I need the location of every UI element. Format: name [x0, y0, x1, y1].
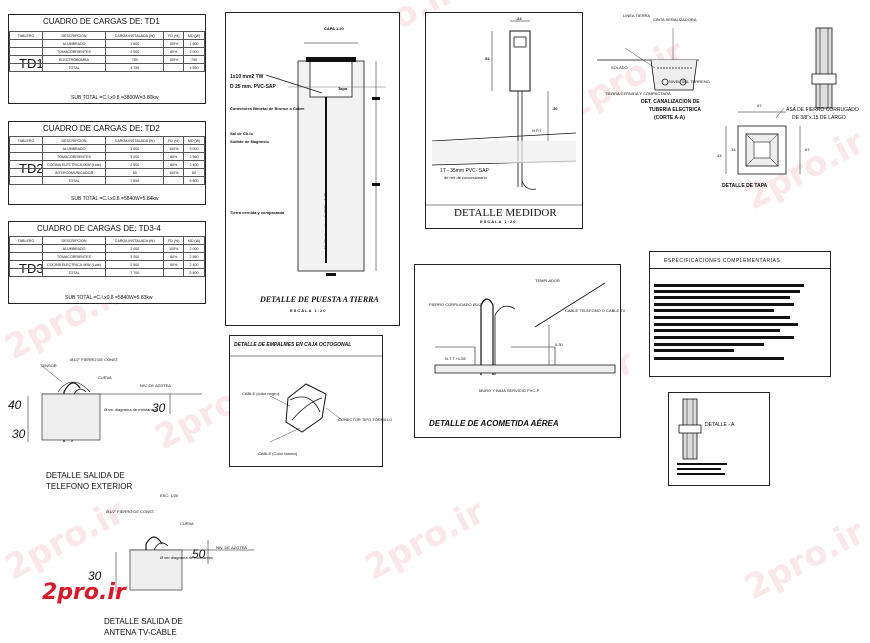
tapa-note1: ASA DE FIERRO CORRUGADO	[786, 107, 859, 113]
tapa-dim4: .67	[804, 147, 810, 152]
acom-templador: TEMPLADOR	[535, 278, 560, 283]
detalle-a-title: DETALLE - A	[705, 422, 735, 428]
td3-title: CUADRO DE CARGAS DE: TD3-4	[37, 224, 161, 233]
tierra-title: DETALLE DE PUESTA A TIERRA	[260, 295, 379, 304]
site-logo: 2pro.ir	[42, 580, 126, 605]
acom-npt: N.T.T +1.55	[445, 356, 466, 361]
medidor-npt: N.P.T.	[532, 128, 543, 133]
tel-azotea: NIV. DE AZOTEA	[140, 383, 171, 388]
grounding-detail-panel: CAPA 1.20 1x10 mm2 TW D 25 mm. PVC-SAP C…	[225, 12, 400, 326]
phone-outlet-detail: Ø1/2" FIERRO DE CONST. TENSOR CURVA NIV.…	[2, 352, 212, 500]
detail-a-panel: DETALLE - A	[668, 392, 770, 486]
medidor-note1: 1T - 35mm PVC- SAP	[440, 168, 489, 174]
td1-subtotal: SUB TOTAL =C.I.x0.8 =3800W=3.80kw	[71, 95, 159, 101]
empalmes-cable1: CABLE (color negro)	[242, 391, 279, 396]
tierra-dim-top: CAPA 1.20	[324, 26, 344, 31]
tierra-salsa: Sulfato de Magnesio	[230, 139, 269, 144]
ant-dim1: 50	[192, 547, 206, 561]
watermark: 2pro.ir	[358, 491, 492, 589]
canal-label-nivel: NIVEL DEL TERRENO	[669, 79, 710, 84]
tierra-cable2: D 25 mm. PVC-SAP	[230, 84, 276, 90]
ant-fierro: Ø1/2" FIERRO DE CONST.	[106, 509, 155, 514]
ant-curva: CURVA	[180, 521, 194, 526]
tapa-title: DETALLE DE TAPA	[722, 183, 768, 189]
tel-dim1: 40	[8, 398, 22, 412]
td1-title: CUADRO DE CARGAS DE: TD1	[43, 17, 160, 26]
ant-azotea: NIV. DE AZOTEA	[216, 545, 247, 550]
td3-subtotal: SUB TOTAL =C.I.x0.8 =5840W=5.83kw	[65, 295, 153, 301]
tapa-dim2: .44	[716, 153, 722, 158]
tierra-compactada: Tierra cernida y compactada	[230, 210, 285, 215]
acom-fierro: FIERRO CORRUGADO Ø1/2"	[429, 302, 483, 307]
medidor-note2: de red de concesionario	[444, 175, 487, 180]
acom-dim: 0.30	[555, 342, 563, 347]
ant-note: Ø ver diagrama de montantes	[160, 555, 213, 560]
tapa-dim3: .34	[730, 147, 736, 152]
empalmes-cable2: CABLE (Color blanco)	[258, 451, 298, 456]
spec-title: ESPECIFICACIONES COMPLEMENTARIAS	[664, 258, 781, 264]
registry-lid	[306, 57, 356, 62]
medidor-dim2: .52	[484, 56, 490, 61]
tel-note: Ø ver diagrama de montantes	[104, 407, 157, 412]
tel-title1: DETALLE SALIDA DE	[46, 471, 125, 480]
grounding-drawing	[265, 42, 386, 276]
junction-box-panel: DETALLE DE EMPALMES EN CAJA OCTOGONAL CA…	[229, 335, 392, 467]
ant-title2: ANTENA TV-CABLE	[104, 628, 177, 637]
tierra-tapa: Tapa	[338, 86, 348, 91]
medidor-dim3: .30	[552, 106, 558, 111]
antenna-outlet-detail: Ø1/2" FIERRO DE CONST. CURVA NIV. DE AZO…	[30, 510, 260, 640]
acom-title: DETALLE DE ACOMETIDA AÉREA	[429, 419, 559, 428]
pipe-drawing-top	[811, 27, 837, 109]
tierra-conn: Conectores Bimetal de Bronce o Cobre	[230, 106, 305, 111]
tierra-cable1: 1x10 mm2 TW	[230, 74, 264, 80]
acom-cable: CABLE TELEFONO O CABLE TV	[565, 308, 626, 313]
canal-title1: DET. CANALIZACION DE	[641, 99, 700, 105]
tierra-sal: Sal de Ch.lo	[230, 131, 253, 136]
tel-dim3: 30	[152, 401, 166, 415]
lid-detail: .57 .44 .34 .67 ASA DE FIERRO CORRUGADO …	[716, 104, 866, 199]
tel-scale: ESC: 1/20	[160, 493, 179, 498]
meter-detail-panel: .24 .52 .30 N.P.T. 1T - 35mm PVC- SAP de…	[425, 12, 583, 229]
medidor-title: DETALLE MEDIDOR	[454, 207, 557, 219]
td2-title: CUADRO DE CARGAS DE: TD2	[43, 124, 160, 133]
conduit-detail: LINEA TIERRA CINTA SEÑALIZADORA SOLADO T…	[595, 8, 710, 128]
ant-dim2: 30	[88, 569, 102, 583]
canal-title3: (CORTE A-A)	[654, 115, 685, 121]
tel-curva: CURVA	[98, 375, 112, 380]
medidor-scale: ESCALA 1:20	[480, 219, 517, 224]
canal-label-solado: SOLADO	[611, 65, 628, 70]
acom-note: MURO Y BAJA SERVICIO PVC-P	[479, 388, 540, 393]
canal-label-cinta: CINTA SEÑALIZADORA	[653, 17, 697, 22]
empalmes-conector: CONECTOR TIPO TORNILLO	[338, 417, 393, 422]
tierra-scale: ESCALA 1:20	[290, 308, 327, 313]
tapa-note2: DE 3/8"x.15 DE LARGO	[792, 115, 846, 121]
tel-tensor: TENSOR	[40, 363, 57, 368]
canal-label-linea: LINEA TIERRA	[623, 13, 651, 18]
tel-fierro: Ø1/2" FIERRO DE CONST.	[70, 357, 119, 362]
td2-subtotal: SUB TOTAL =C.I.x0.8 =5840W=5.84kw	[71, 196, 159, 202]
tierra-varilla: Varilla de cobre de 3/4" x 2.40 m.	[323, 187, 328, 249]
ant-title1: DETALLE SALIDA DE	[104, 617, 183, 626]
tel-dim2: 30	[12, 427, 26, 441]
medidor-dim1: .24	[516, 16, 522, 21]
tapa-dim1: .57	[756, 103, 762, 108]
meter-drawing	[426, 20, 582, 206]
aerial-connection-panel: TEMPLADOR FIERRO CORRUGADO Ø1/2" CABLE T…	[414, 264, 625, 438]
watermark: 2pro.ir	[738, 511, 870, 609]
empalmes-title: DETALLE DE EMPALMES EN CAJA OCTOGONAL	[234, 342, 352, 348]
canal-title2: TUBERIA ELECTRICA	[649, 107, 702, 113]
registry-box	[309, 60, 353, 98]
canal-label-tierra: TIERRA CERNIDA Y COMPACTADA	[605, 91, 671, 96]
cable-line	[265, 74, 323, 94]
specifications-panel: ESPECIFICACIONES COMPLEMENTARIAS	[649, 251, 831, 377]
tel-title2: TELEFONO EXTERIOR	[46, 482, 133, 491]
